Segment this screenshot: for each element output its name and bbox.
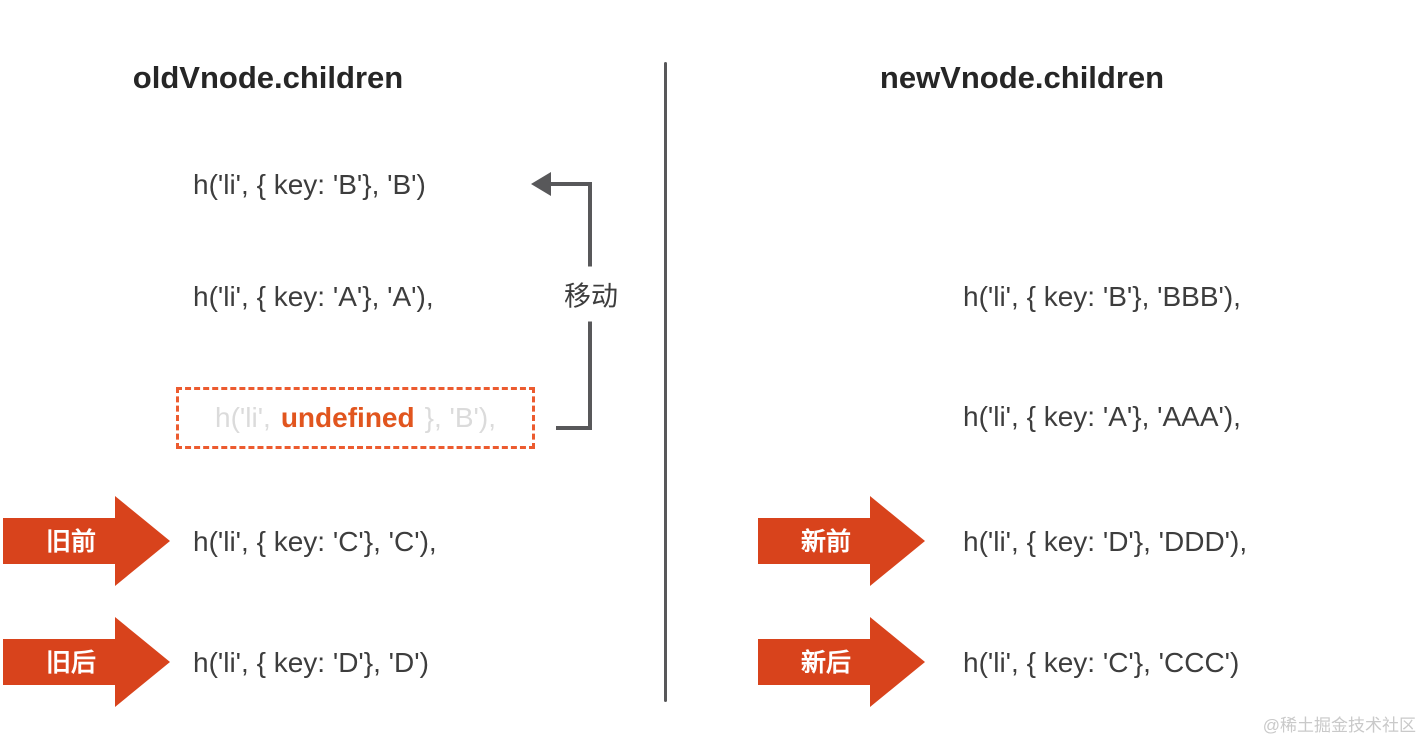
old-vnode-title: oldVnode.children xyxy=(132,60,404,95)
move-arrowhead-icon xyxy=(531,172,551,196)
new-node-c: h('li', { key: 'C'}, 'CCC') xyxy=(963,647,1240,678)
old-node-b: h('li', { key: 'B'}, 'B') xyxy=(193,169,426,200)
new-node-a: h('li', { key: 'A'}, 'AAA'), xyxy=(963,401,1241,432)
watermark: @稀土掘金技术社区 xyxy=(1262,716,1416,735)
new-node-d: h('li', { key: 'D'}, 'DDD'), xyxy=(963,526,1248,557)
new-node-b: h('li', { key: 'B'}, 'BBB'), xyxy=(963,281,1241,312)
ghost-code-suffix: }, 'B'), xyxy=(424,402,496,433)
undefined-label: undefined xyxy=(280,402,415,433)
new-front-label: 新前 xyxy=(801,527,851,556)
old-back-arrow-icon: 旧后 xyxy=(3,616,172,708)
old-node-d: h('li', { key: 'D'}, 'D') xyxy=(193,647,429,678)
old-front-arrow-icon: 旧前 xyxy=(3,495,172,587)
old-front-label: 旧前 xyxy=(46,527,96,556)
move-connector-bottom-line xyxy=(556,426,592,430)
old-node-c: h('li', { key: 'C'}, 'C'), xyxy=(193,526,437,557)
move-label: 移动 xyxy=(562,266,620,322)
new-back-arrow-icon: 新后 xyxy=(758,616,927,708)
move-connector-top-line xyxy=(551,182,592,186)
new-front-arrow-icon: 新前 xyxy=(758,495,927,587)
ghost-code-prefix: h('li', xyxy=(215,402,271,433)
column-divider xyxy=(664,62,667,702)
undefined-ghost-box: h('li', undefined }, 'B'), xyxy=(176,387,535,449)
new-back-label: 新后 xyxy=(801,648,851,677)
old-back-label: 旧后 xyxy=(46,649,96,677)
old-node-a: h('li', { key: 'A'}, 'A'), xyxy=(193,281,434,312)
new-vnode-title: newVnode.children xyxy=(879,60,1165,95)
